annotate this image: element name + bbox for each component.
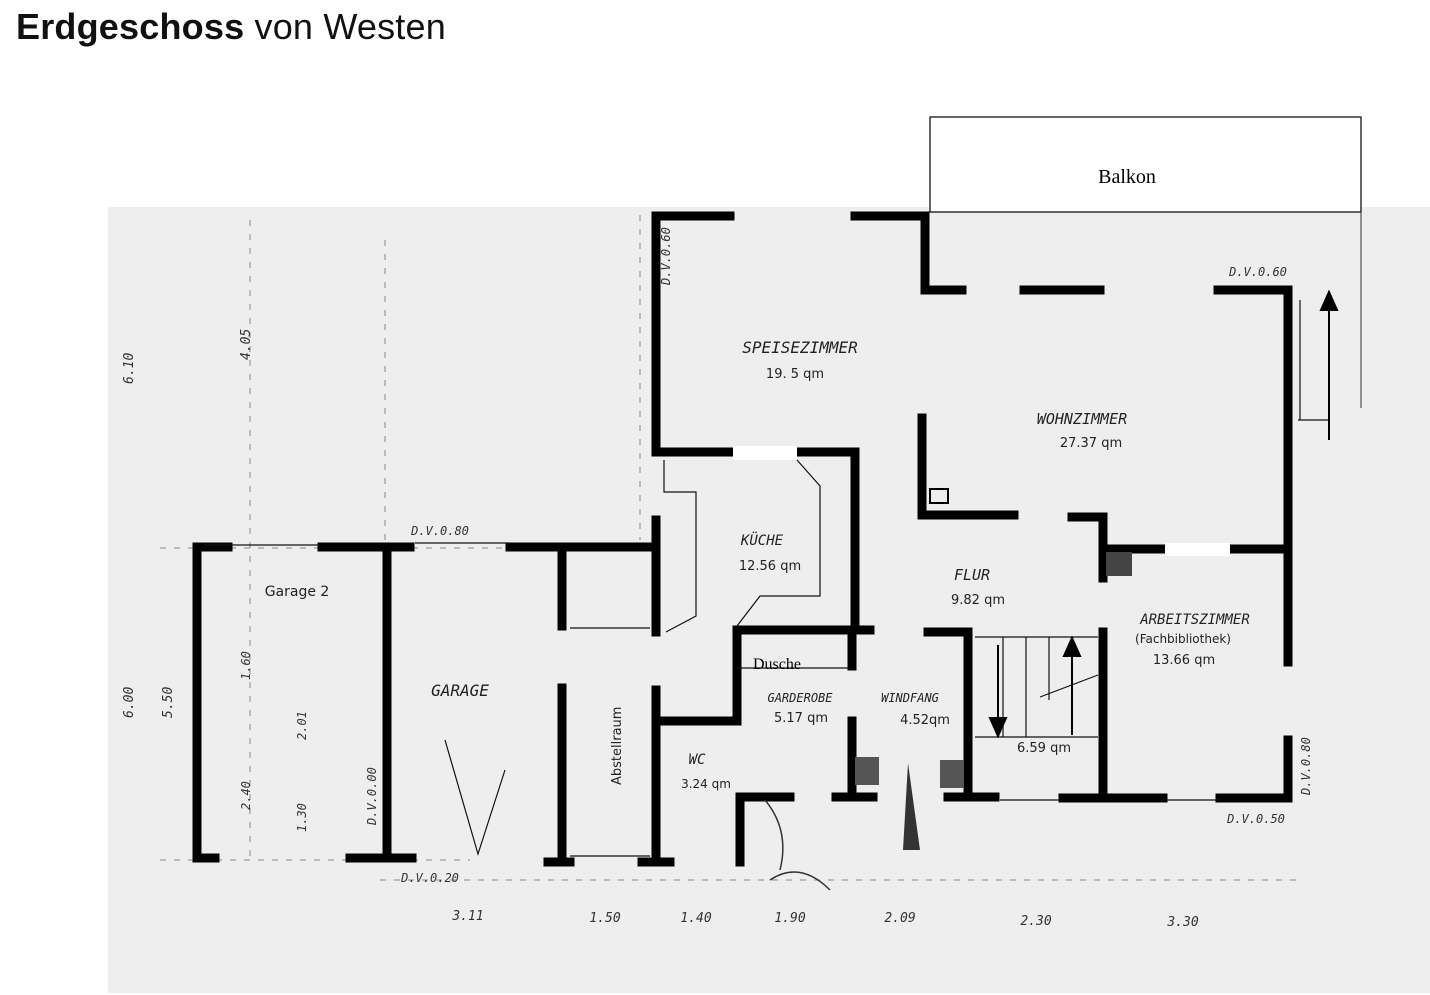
room-name-garage: GARAGE <box>431 681 489 700</box>
dim-dv080-right: D.V.0.80 <box>1299 737 1313 796</box>
room-name-garage2: Garage 2 <box>265 584 330 600</box>
dim-left-610: 6.10 <box>122 353 137 384</box>
dim-col-130: 1.30 <box>295 803 309 832</box>
walls <box>192 211 1293 867</box>
room-area-stairs: 6.59 qm <box>1017 741 1071 756</box>
room-name-flur: FLUR <box>954 566 990 584</box>
room-name-kueche: KÜCHE <box>740 531 784 549</box>
room-name-dusche: Dusche <box>753 656 801 673</box>
room-name-windfang: WINDFANG <box>881 691 939 705</box>
dim-bottom-4: 1.90 <box>774 911 805 926</box>
room-name-garderobe: GARDEROBE <box>767 691 833 705</box>
thin-lines <box>205 300 1330 857</box>
step-right <box>940 760 964 788</box>
dim-bottom-5: 2.09 <box>884 911 915 926</box>
stove-feature <box>1106 552 1132 576</box>
balkon-box <box>929 116 1362 213</box>
room-area-wc: 3.24 qm <box>681 777 731 791</box>
chimney-feature <box>929 488 949 504</box>
room-name-speisezimmer: SPEISEZIMMER <box>742 338 858 357</box>
construction-lines <box>160 215 1300 881</box>
stair-arrows <box>988 289 1339 739</box>
dim-bottom-7: 3.30 <box>1166 915 1198 930</box>
dim-dv060-vert: D.V.0.60 <box>659 227 673 286</box>
office-door-opening <box>1165 543 1230 556</box>
title-regular: von Westen <box>254 6 446 47</box>
plant-sketch <box>764 799 831 891</box>
room-sub-arbeitszimmer: (Fachbibliothek) <box>1135 632 1231 646</box>
dim-dv050: D.V.0.50 <box>1226 812 1285 826</box>
dim-bottom-3: 1.40 <box>680 911 711 926</box>
room-area-wohnzimmer: 27.37 qm <box>1060 436 1122 451</box>
room-name-wohnzimmer: WOHNZIMMER <box>1037 410 1127 428</box>
dim-dv000: D.V.0.00 <box>365 767 379 826</box>
dim-col-160: 1.60 <box>239 651 253 680</box>
dim-dv060-top: D.V.0.60 <box>1228 265 1287 279</box>
room-area-flur: 9.82 qm <box>951 593 1005 608</box>
room-name-wc: WC <box>689 752 706 768</box>
room-area-windfang: 4.52qm <box>900 713 950 728</box>
dim-col-201: 2.01 <box>295 711 309 740</box>
dim-left-600: 6.00 <box>122 687 137 718</box>
page-title: Erdgeschoss von Westen <box>16 6 446 48</box>
bottom-dimensions: 3.11 1.50 1.40 1.90 2.09 2.30 3.30 <box>451 909 1198 930</box>
dim-dv080: D.V.0.80 <box>410 524 469 538</box>
room-area-garderobe: 5.17 qm <box>774 711 828 726</box>
dim-left-550: 5.50 <box>161 687 176 718</box>
room-area-speisezimmer: 19. 5 qm <box>766 367 824 382</box>
plan-background <box>108 207 1430 993</box>
title-bold: Erdgeschoss <box>16 6 245 47</box>
balkon-label: Balkon <box>1098 166 1156 188</box>
room-area-kueche: 12.56 qm <box>739 559 801 574</box>
dim-bottom-1: 3.11 <box>451 909 483 924</box>
room-area-arbeitszimmer: 13.66 qm <box>1153 653 1215 668</box>
dim-dv020: D.V.0.20 <box>400 871 459 885</box>
room-name-abstellraum: Abstellraum <box>610 707 625 785</box>
dim-bottom-2: 1.50 <box>589 911 620 926</box>
room-name-arbeitszimmer: ARBEITSZIMMER <box>1139 612 1250 628</box>
kitchen-door-opening <box>733 446 797 460</box>
entrance-marker <box>903 763 920 850</box>
dim-col-240: 2.40 <box>239 781 253 810</box>
dim-col-405: 4.05 <box>239 329 254 360</box>
dim-bottom-6: 2.30 <box>1020 914 1051 929</box>
step-left <box>855 757 879 785</box>
